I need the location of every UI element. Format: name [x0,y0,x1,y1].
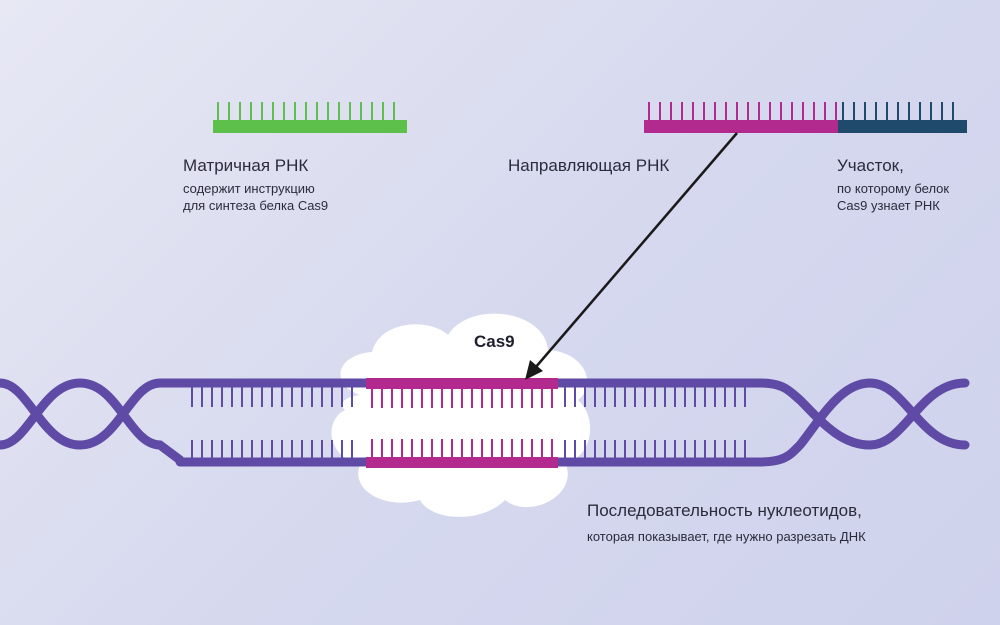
arrowhead-icon [525,360,543,380]
cas9-protein-cloud [331,313,591,517]
sequence-title: Последовательность нуклеотидов, [587,501,862,520]
mrna-description-line2: для синтеза белка Cas9 [183,198,329,213]
mrna-title: Матричная РНК [183,156,309,175]
dna-helix [0,378,970,467]
recognition-site-title: Участок, [837,156,904,175]
sequence-description: которая показывает, где нужно разрезать … [587,529,866,544]
recognition-site-desc-line1: по которому белок [837,181,950,196]
guide-rna-title: Направляющая РНК [508,156,670,175]
mrna-strand [213,102,407,133]
guide-rna-strand [644,102,967,133]
dna-base-pairs [191,387,746,459]
guide-to-target-arrow [525,132,738,380]
mrna-description-line1: содержит инструкцию [183,181,315,196]
cas9-label: Cas9 [474,332,515,351]
target-sequence [366,378,558,468]
recognition-site-desc-line2: Cas9 узнает РНК [837,198,940,213]
